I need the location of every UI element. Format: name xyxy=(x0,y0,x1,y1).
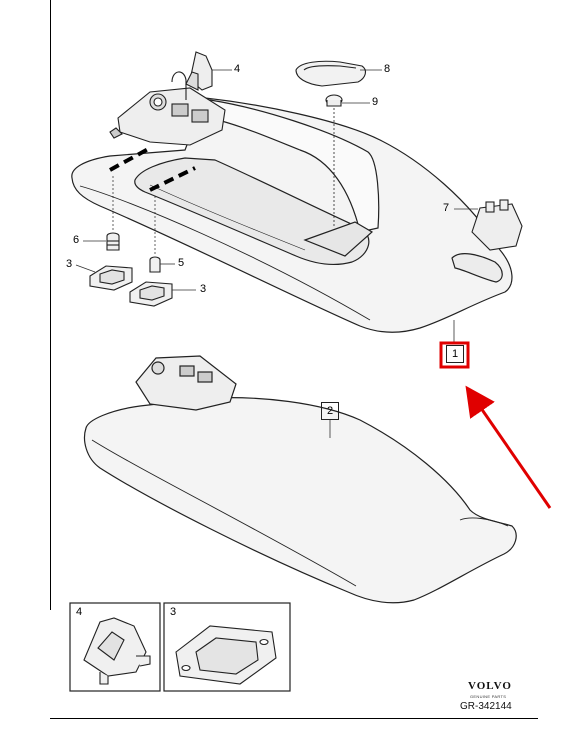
part-3-cap-a xyxy=(89,265,133,291)
part-8-pad xyxy=(295,60,367,87)
part-6-screw xyxy=(106,176,120,251)
sun-visor-upper xyxy=(71,97,513,333)
inset-frame-left xyxy=(69,602,161,692)
callout-1: 1 xyxy=(446,345,464,363)
part-9-bulb xyxy=(325,94,343,226)
bottom-rule xyxy=(50,718,538,719)
part-4-clip xyxy=(185,51,213,91)
sun-visor-lower xyxy=(83,355,517,604)
part-5-screw xyxy=(149,196,161,273)
hinge-assembly xyxy=(109,71,226,146)
callout-6: 6 xyxy=(73,234,80,246)
part-3-cap-b xyxy=(129,281,173,307)
diagram-reference: GR-342144 xyxy=(460,701,512,712)
left-border-line xyxy=(50,0,51,610)
callout-3-top: 3 xyxy=(66,258,73,270)
callout-8: 8 xyxy=(384,63,391,75)
callout-3-bottom: 3 xyxy=(200,283,207,295)
part-7-holder xyxy=(471,199,523,251)
volvo-logo: VOLVO xyxy=(468,680,512,692)
callout-9: 9 xyxy=(372,96,379,108)
callout-2: 2 xyxy=(321,402,339,420)
red-arrow xyxy=(465,385,552,509)
volvo-logo-subtitle: GENUINE PARTS xyxy=(470,694,507,699)
inset-label-left: 4 xyxy=(76,606,83,618)
inset-part-4-drawing xyxy=(83,617,151,685)
callout-4: 4 xyxy=(234,63,241,75)
inset-part-3-drawing xyxy=(175,625,277,685)
callout-5: 5 xyxy=(178,257,185,269)
callout-1-highlight xyxy=(439,341,470,369)
callout-7: 7 xyxy=(443,202,450,214)
leader-lines xyxy=(75,69,478,438)
inset-frame-right xyxy=(163,602,291,692)
inset-label-right: 3 xyxy=(170,606,177,618)
